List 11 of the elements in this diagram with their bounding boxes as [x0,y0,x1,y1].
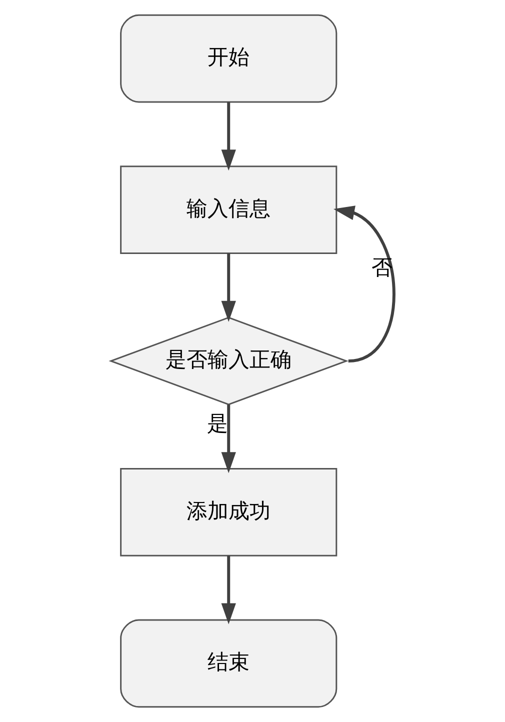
arrow [221,556,236,624]
node-box: 结束 [120,619,338,708]
node-box: 开始 [120,14,338,103]
arrow [221,253,236,322]
node-box: 输入信息 [120,166,338,254]
node-diamond: 是否输入正确 [108,316,348,406]
node-box: 添加成功 [120,468,338,556]
arrow [221,102,236,171]
edge-label: 是 [206,412,228,436]
arrow [221,404,236,474]
arrow [333,206,396,362]
